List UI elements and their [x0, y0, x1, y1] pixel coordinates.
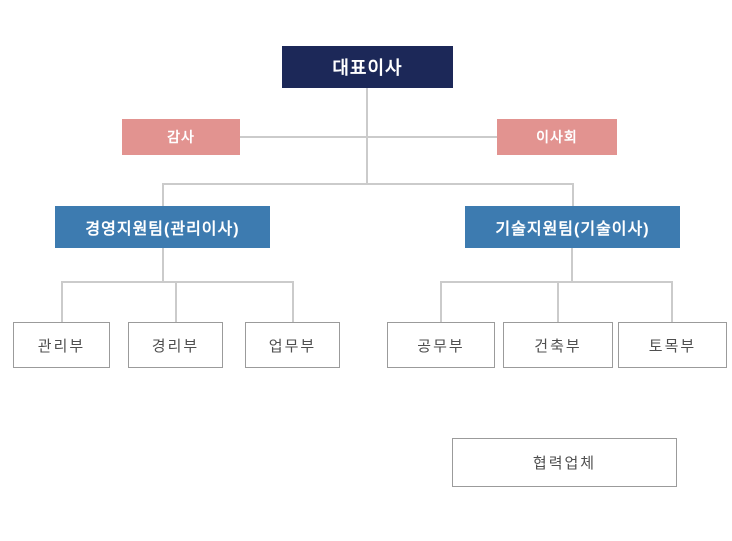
dept-box: 토목부 [618, 322, 727, 368]
connector-dept-stub [671, 281, 673, 322]
team-box-technical: 기술지원팀(기술이사) [465, 206, 680, 248]
dept-box: 공무부 [387, 322, 495, 368]
connector-teams-branch-horizontal [162, 183, 574, 185]
dept-box: 경리부 [128, 322, 223, 368]
connector-audit-board-horizontal [240, 136, 497, 138]
connector-team-management-vertical [162, 248, 164, 283]
connector-dept-stub [440, 281, 442, 322]
connector-dept-stub [557, 281, 559, 322]
connector-technical-depts-horizontal [440, 281, 673, 283]
partner-box: 협력업체 [452, 438, 677, 487]
dept-box: 건축부 [503, 322, 613, 368]
connector-dept-stub [292, 281, 294, 322]
connector-dept-stub [175, 281, 177, 322]
board-box: 이사회 [497, 119, 617, 155]
connector-team-technical-vertical [571, 248, 573, 283]
connector-dept-stub [61, 281, 63, 322]
connector-team-management-stub [162, 183, 164, 206]
audit-box: 감사 [122, 119, 240, 155]
team-box-management: 경영지원팀(관리이사) [55, 206, 270, 248]
connector-management-depts-horizontal [61, 281, 293, 283]
dept-box: 관리부 [13, 322, 110, 368]
dept-box: 업무부 [245, 322, 340, 368]
ceo-box: 대표이사 [282, 46, 453, 88]
connector-team-technical-stub [572, 183, 574, 206]
